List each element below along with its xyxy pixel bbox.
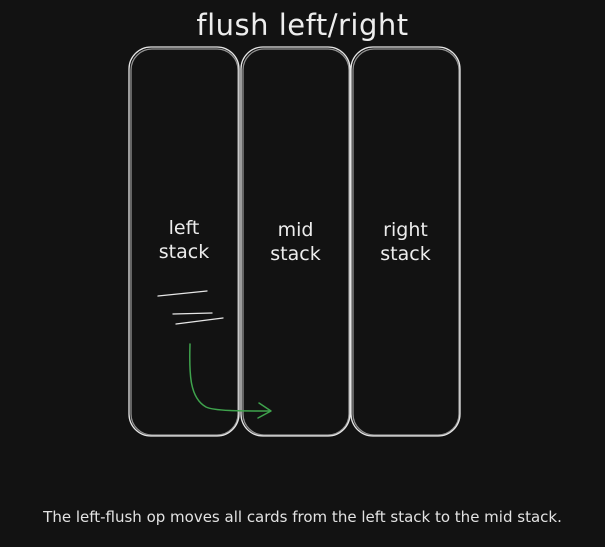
mid-stack-box [240,46,351,437]
left-stack-box [128,46,240,437]
right-stack-box [350,46,461,437]
diagram-title: flush left/right [196,8,409,42]
card-lines [157,290,224,325]
diagram-caption: The left-flush op moves all cards from t… [43,508,562,526]
right-stack-label: right stack [380,219,431,265]
left-stack-label: left stack [158,217,210,263]
mid-stack-label: mid stack [270,219,321,265]
move-arrow [189,343,272,419]
